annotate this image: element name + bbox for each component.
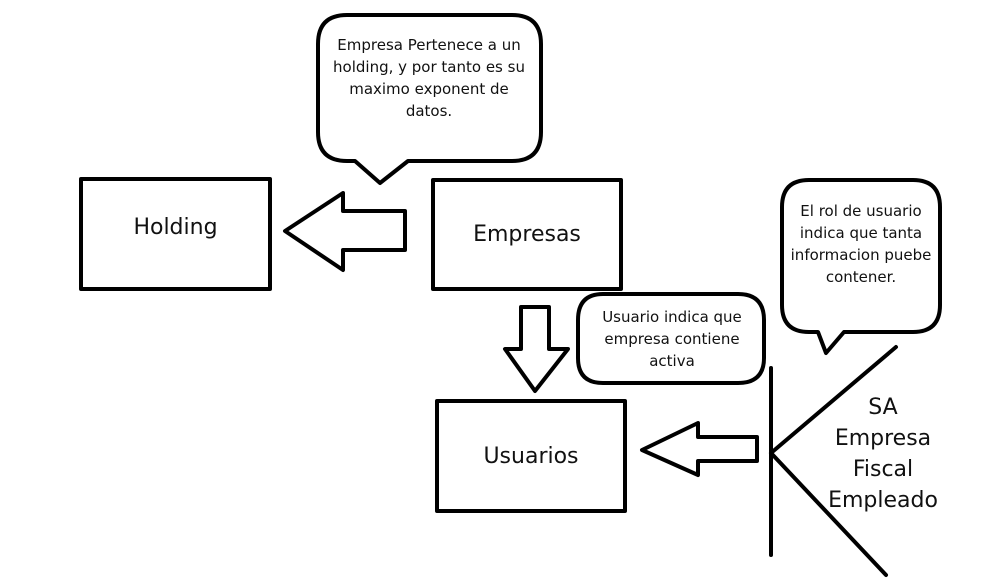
- holding-note-bubble: [316, 13, 543, 185]
- roles-lower-diagonal: [769, 451, 888, 577]
- rol-note-bubble: [780, 178, 942, 355]
- empresas-label: Empresas: [473, 222, 581, 247]
- holding-note-text: Empresa Pertenece a un holding, y por ta…: [333, 36, 525, 120]
- rol-note-text: El rol de usuario indica que tanta infor…: [790, 202, 932, 286]
- holding-label: Holding: [133, 214, 218, 240]
- usuario-note-bubble: [576, 292, 766, 385]
- usuarios-box: [435, 399, 627, 513]
- role-empleado: Empleado: [828, 488, 938, 513]
- arrow-roles-to-usuarios: [640, 421, 759, 477]
- role-sa: SA: [868, 395, 898, 420]
- role-empresa: Empresa: [834, 426, 932, 451]
- roles-upper-diagonal: [769, 345, 898, 455]
- arrow-empresas-to-usuarios: [503, 305, 570, 393]
- roles-list: SA Empresa Fiscal Empleado: [815, 391, 951, 517]
- usuario-note-text: Usuario indica que empresa contiene acti…: [602, 308, 742, 370]
- usuarios-label: Usuarios: [483, 443, 579, 469]
- holding-box: [79, 177, 272, 291]
- empresas-box: [431, 178, 623, 291]
- role-fiscal: Fiscal: [852, 457, 914, 482]
- arrow-empresas-to-holding: [283, 191, 407, 272]
